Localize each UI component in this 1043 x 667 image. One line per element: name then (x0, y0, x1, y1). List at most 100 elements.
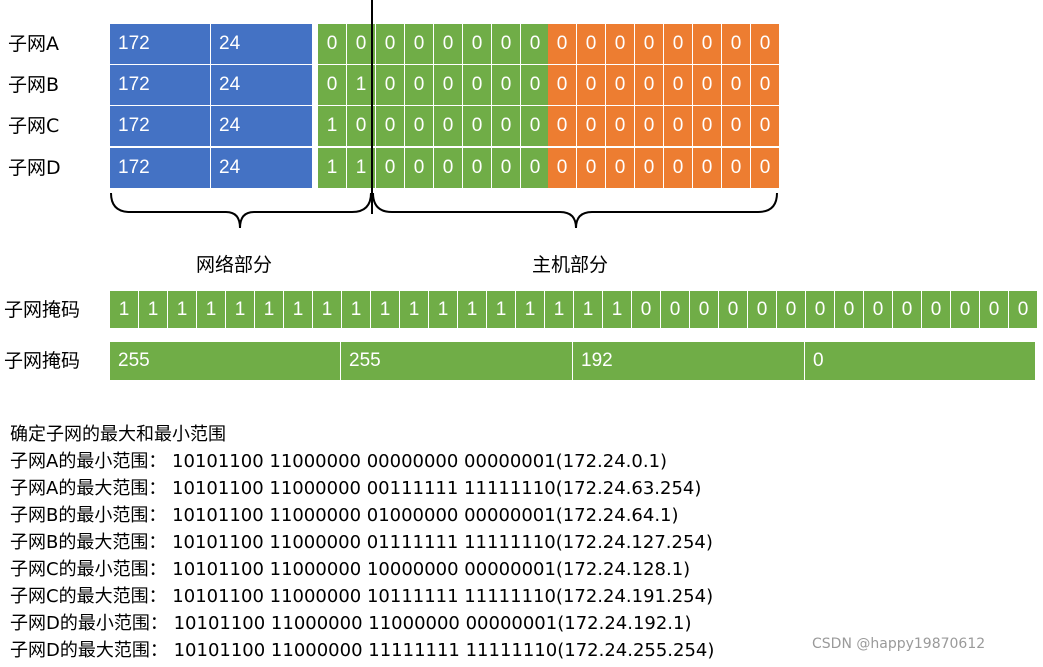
host-bit-cell: 0 (635, 148, 664, 189)
subnet-bit-cell: 0 (434, 148, 463, 189)
mask-bit-cell: 0 (864, 291, 893, 329)
subnet-bit-cell: 1 (318, 106, 347, 147)
host-bit-cell: 0 (577, 24, 606, 65)
host-bit-cell: 0 (548, 106, 577, 147)
subnet-bit-cell: 0 (463, 106, 492, 147)
host-bit-cell: 0 (722, 148, 751, 189)
mask-bit-cell: 0 (922, 291, 951, 329)
subnet-bit-cell: 0 (376, 106, 405, 147)
range-line: 子网C的最小范围： 10101100 11000000 10000000 000… (10, 559, 691, 580)
octet-cell: 172 (110, 148, 211, 189)
host-bit-cell: 0 (722, 106, 751, 147)
range-line: 子网D的最大范围： 10101100 11000000 11111111 111… (10, 640, 715, 661)
subnet-bit-cell: 0 (434, 65, 463, 106)
subnet-bit-cell: 0 (434, 106, 463, 147)
mask-bit-cell: 0 (661, 291, 690, 329)
subnet-bit-cell: 0 (405, 106, 434, 147)
mask-bit-cell: 1 (429, 291, 458, 329)
mask-bit-cell: 1 (284, 291, 313, 329)
subnet-bit-cell: 0 (405, 148, 434, 189)
subnet-bit-cell: 0 (492, 65, 521, 106)
subnet-bit-cell: 0 (492, 24, 521, 65)
host-bit-cell: 0 (722, 65, 751, 106)
subnet-bit-cell: 0 (463, 24, 492, 65)
subnet-bit-cell: 0 (492, 106, 521, 147)
mask-bit-cell: 0 (719, 291, 748, 329)
subnet-bit-cell: 0 (492, 148, 521, 189)
mask-bit-cell: 1 (342, 291, 371, 329)
mask-bit-cell: 1 (400, 291, 429, 329)
network-part-label: 网络部分 (196, 254, 273, 276)
host-bit-cell: 0 (664, 24, 693, 65)
mask-decimal-label: 子网掩码 (4, 350, 81, 372)
network-brace (110, 192, 372, 229)
subnet-bit-cell: 1 (318, 148, 347, 189)
subnet-bit-cell: 0 (405, 65, 434, 106)
mask-bit-cell: 0 (748, 291, 777, 329)
host-bit-cell: 0 (606, 24, 635, 65)
subnet-bit-cell: 0 (463, 148, 492, 189)
host-bit-cell: 0 (664, 65, 693, 106)
mask-bit-cell: 1 (458, 291, 487, 329)
subnet-bit-cell: 0 (376, 148, 405, 189)
subnet-row-label: 子网D (8, 157, 61, 179)
octet-cell: 172 (110, 65, 211, 106)
host-bit-cell: 0 (693, 65, 722, 106)
subnet-bit-cell: 0 (318, 24, 347, 65)
range-line: 子网C的最大范围： 10101100 11000000 10111111 111… (10, 586, 714, 607)
mask-bit-cell: 1 (255, 291, 284, 329)
host-bit-cell: 0 (548, 24, 577, 65)
host-bit-cell: 0 (693, 24, 722, 65)
mask-bit-cell: 0 (806, 291, 835, 329)
range-line: 子网A的最小范围： 10101100 11000000 00000000 000… (10, 451, 668, 472)
watermark: CSDN @happy19870612 (812, 636, 986, 652)
mask-bit-cell: 1 (226, 291, 255, 329)
range-line: 子网A的最大范围： 10101100 11000000 00111111 111… (10, 478, 702, 499)
subnet-bit-cell: 0 (521, 65, 550, 106)
mask-bit-cell: 1 (313, 291, 342, 329)
host-bit-cell: 0 (635, 24, 664, 65)
mask-bit-cell: 1 (487, 291, 516, 329)
mask-bit-cell: 0 (980, 291, 1009, 329)
braces-svg (110, 192, 778, 229)
mask-octet-cell: 192 (573, 342, 805, 381)
octet-cell: 24 (211, 65, 313, 106)
mask-bit-cell: 0 (777, 291, 806, 329)
mask-bit-cell: 1 (603, 291, 632, 329)
mask-octet-cell: 255 (341, 342, 573, 381)
mask-octet-cell: 255 (110, 342, 341, 381)
mask-bit-cell: 0 (835, 291, 864, 329)
host-bit-cell: 0 (722, 24, 751, 65)
range-line: 子网B的最小范围： 10101100 11000000 01000000 000… (10, 505, 679, 526)
subnet-row-label: 子网C (8, 115, 60, 137)
host-brace (372, 192, 778, 229)
subnet-row-label: 子网A (8, 33, 59, 55)
subnet-bit-cell: 0 (376, 65, 405, 106)
octet-cell: 24 (211, 106, 313, 147)
ranges-heading: 确定子网的最大和最小范围 (10, 424, 226, 445)
mask-bit-cell: 0 (1009, 291, 1038, 329)
host-bit-cell: 0 (577, 65, 606, 106)
mask-bit-cell: 0 (893, 291, 922, 329)
subnet-bit-cell: 0 (434, 24, 463, 65)
host-bit-cell: 0 (693, 148, 722, 189)
network-host-divider (371, 0, 373, 214)
mask-bits-label: 子网掩码 (4, 299, 81, 321)
mask-bit-cell: 0 (632, 291, 661, 329)
host-bit-cell: 0 (664, 106, 693, 147)
mask-octet-cell: 0 (805, 342, 1036, 381)
range-line: 子网D的最小范围： 10101100 11000000 11000000 000… (10, 613, 692, 634)
subnet-row-label: 子网B (8, 74, 60, 96)
mask-bit-cell: 1 (516, 291, 545, 329)
host-bit-cell: 0 (606, 106, 635, 147)
subnet-bit-cell: 0 (463, 65, 492, 106)
host-bit-cell: 0 (577, 148, 606, 189)
host-bit-cell: 0 (577, 106, 606, 147)
subnet-bit-cell: 0 (521, 106, 550, 147)
octet-cell: 24 (211, 24, 313, 65)
host-part-label: 主机部分 (532, 254, 609, 276)
host-bit-cell: 0 (635, 65, 664, 106)
subnet-bit-cell: 0 (376, 24, 405, 65)
mask-bit-cell: 1 (197, 291, 226, 329)
subnet-bit-cell: 0 (405, 24, 434, 65)
